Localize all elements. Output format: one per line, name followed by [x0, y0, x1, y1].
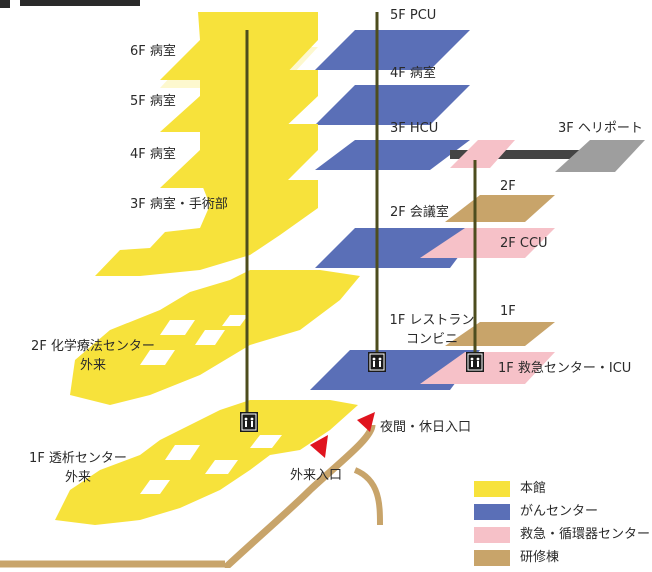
cancer-3f-label: 3F HCU	[390, 121, 439, 136]
legend-swatch	[474, 504, 510, 520]
training-2f-label: 2F	[500, 179, 516, 194]
legend-item: 本館	[474, 480, 546, 498]
emergency-1f-label: 1F 救急センター・ICU	[498, 361, 632, 376]
legend-swatch	[474, 481, 510, 497]
elevator-icon	[368, 352, 386, 372]
heliport-pad	[555, 140, 645, 172]
access-road	[222, 424, 376, 571]
legend-item: がんセンター	[474, 503, 598, 521]
elevator-shafts	[245, 12, 477, 420]
cancer-1f-label: 1F レストラン コンビニ	[382, 313, 482, 348]
main-5f-label: 5F 病室	[130, 94, 176, 109]
main-2f-label: 2F 化学療法センター 外来	[18, 339, 168, 374]
main-1f	[55, 400, 358, 525]
emergency-2f	[420, 228, 555, 258]
cancer-1f-label-line1: 1F レストラン	[389, 313, 475, 328]
legend-swatch	[474, 527, 510, 543]
legend-item: 救急・循環器センター	[474, 526, 650, 544]
main-6f-label: 6F 病室	[130, 44, 176, 59]
main-building-floors	[55, 12, 360, 525]
arrow-icon	[357, 412, 375, 432]
cancer-1f-label-line2: コンビニ	[405, 332, 458, 347]
main-4f	[160, 124, 318, 188]
training-building-floors	[445, 195, 555, 346]
elevator-icon	[240, 412, 258, 432]
main-2f-label-line2: 外来	[79, 358, 106, 373]
training-1f-label: 1F	[500, 304, 516, 319]
legend-label: 救急・循環器センター	[520, 527, 651, 542]
main-2f-label-line1: 2F 化学療法センター	[31, 339, 155, 354]
main-1f-label: 1F 透析センター 外来	[18, 451, 138, 486]
title-fragment	[0, 0, 140, 8]
heliport-label: 3F ヘリポート	[558, 121, 643, 136]
arrow-icon	[310, 435, 328, 458]
training-1f	[445, 322, 555, 346]
cancer-4f-label: 4F 病室	[390, 66, 436, 81]
main-4f-label: 4F 病室	[130, 147, 176, 162]
night-entrance-label: 夜間・休日入口	[380, 420, 472, 435]
main-1f-windows	[140, 435, 282, 494]
legend-label: 研修棟	[520, 550, 560, 565]
main-2f-windows	[140, 315, 248, 365]
legend-label: がんセンター	[520, 504, 599, 519]
main-3f-label: 3F 病室・手術部	[130, 197, 228, 212]
training-2f	[445, 195, 555, 222]
heliport-connector	[450, 150, 580, 159]
main-1f-label-line2: 外来	[64, 470, 91, 485]
elevator-icon	[466, 352, 484, 372]
legend-swatch	[474, 550, 510, 566]
cancer-2f-label: 2F 会議室	[390, 205, 449, 220]
main-5f	[160, 70, 318, 132]
main-1f-label-line1: 1F 透析センター	[29, 451, 127, 466]
main-6f	[160, 12, 318, 80]
cancer-5f	[315, 30, 470, 70]
outpatient-entrance-label: 外来入口	[290, 468, 343, 483]
emergency-center-floors	[420, 140, 555, 384]
legend-label: 本館	[520, 481, 547, 496]
emergency-3f	[450, 140, 515, 168]
legend-item: 研修棟	[474, 549, 559, 567]
access-road-branch	[353, 467, 383, 526]
cancer-4f	[315, 85, 470, 125]
cancer-3f	[315, 140, 470, 170]
main-3f	[95, 180, 318, 276]
emergency-2f-label: 2F CCU	[500, 236, 548, 251]
cancer-5f-label: 5F PCU	[390, 8, 437, 23]
emergency-1f	[420, 352, 555, 384]
